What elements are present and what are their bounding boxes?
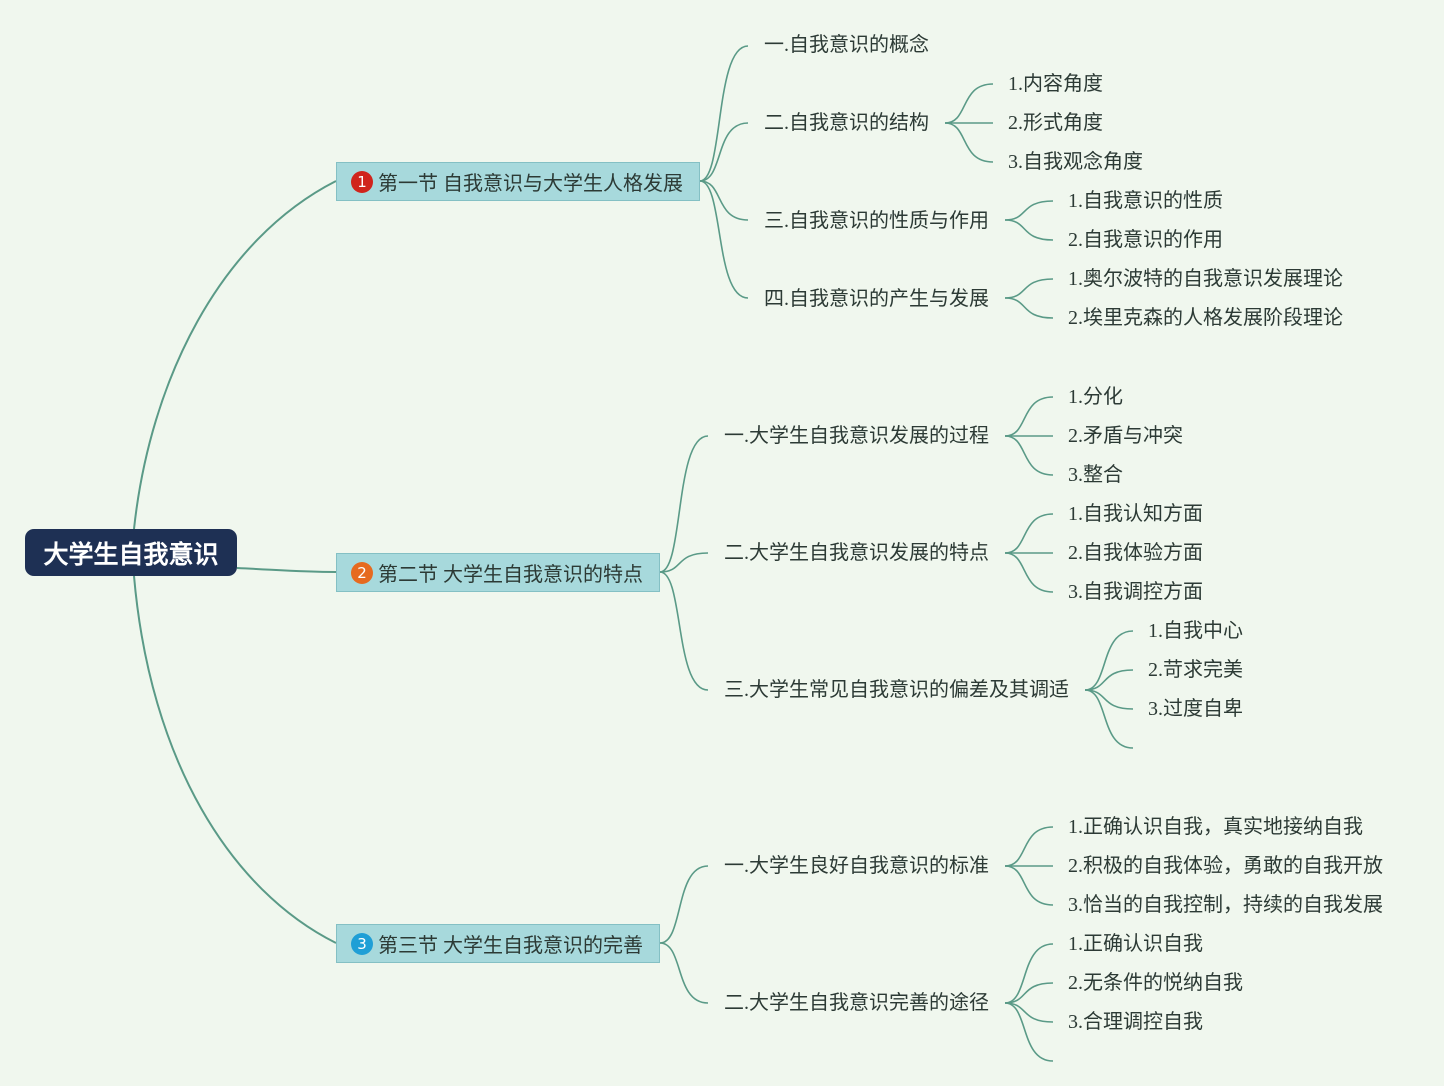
- item-2-1-1[interactable]: 1.分化: [1068, 386, 1123, 408]
- item-1-4-2[interactable]: 2.埃里克森的人格发展阶段理论: [1068, 307, 1343, 329]
- section-3-label: 第三节 大学生自我意识的完善: [378, 935, 643, 957]
- item-1-2-1[interactable]: 1.内容角度: [1008, 73, 1103, 95]
- link-topic-3-2-item-1: [1004, 943, 1054, 1004]
- link-topic-2-1-item-1: [1004, 396, 1054, 437]
- item-2-2-1[interactable]: 1.自我认知方面: [1068, 503, 1203, 525]
- link-section-1-topic-3: [699, 180, 749, 221]
- link-topic-3-1-item-3: [1004, 865, 1054, 906]
- link-topic-2-2-item-1: [1004, 513, 1054, 554]
- link-topic-2-1-item-3: [1004, 435, 1054, 476]
- item-2-2-2[interactable]: 2.自我体验方面: [1068, 542, 1203, 564]
- link-topic-1-4-item-2: [1004, 297, 1054, 319]
- topic-2-1[interactable]: 一.大学生自我意识发展的过程: [724, 425, 989, 447]
- item-2-3-2[interactable]: 2.苛求完美: [1148, 659, 1243, 681]
- link-root-section-2: [236, 567, 337, 573]
- link-topic-1-4-item-1: [1004, 278, 1054, 299]
- item-3-2-2[interactable]: 2.无条件的悦纳自我: [1068, 972, 1243, 994]
- link-section-2-topic-2: [659, 552, 709, 573]
- topic-2-2[interactable]: 二.大学生自我意识发展的特点: [724, 542, 989, 564]
- section-3[interactable]: 3 第三节 大学生自我意识的完善: [336, 924, 660, 963]
- topic-1-1[interactable]: 一.自我意识的概念: [764, 34, 929, 56]
- topic-3-1[interactable]: 一.大学生良好自我意识的标准: [724, 855, 989, 877]
- section-2-label: 第二节 大学生自我意识的特点: [378, 564, 643, 586]
- link-section-3-topic-2: [659, 942, 709, 1004]
- item-3-1-2[interactable]: 2.积极的自我体验，勇敢的自我开放: [1068, 855, 1383, 877]
- section-1[interactable]: 1 第一节 自我意识与大学生人格发展: [336, 162, 700, 201]
- item-3-1-1[interactable]: 1.正确认识自我，真实地接纳自我: [1068, 816, 1363, 838]
- item-1-3-2[interactable]: 2.自我意识的作用: [1068, 229, 1223, 251]
- item-3-1-3[interactable]: 3.恰当的自我控制，持续的自我发展: [1068, 894, 1383, 916]
- item-1-4-1[interactable]: 1.奥尔波特的自我意识发展理论: [1068, 268, 1343, 290]
- link-topic-1-2-item-3: [944, 122, 994, 163]
- link-topic-2-3-item-2: [1084, 669, 1134, 691]
- number-3-icon: 3: [351, 932, 373, 955]
- link-section-1-topic-1: [699, 45, 749, 182]
- link-topic-1-2-item-1: [944, 83, 994, 124]
- number-1-icon: 1: [351, 170, 373, 193]
- link-section-3-topic-1: [659, 865, 709, 944]
- link-section-2-topic-3: [659, 571, 709, 691]
- link-topic-2-3-item-4: [1084, 689, 1134, 749]
- number-2-icon: 2: [351, 561, 373, 584]
- link-section-2-topic-1: [659, 435, 709, 573]
- topic-1-4[interactable]: 四.自我意识的产生与发展: [764, 288, 989, 310]
- item-2-2-3[interactable]: 3.自我调控方面: [1068, 581, 1203, 603]
- topic-1-3[interactable]: 三.自我意识的性质与作用: [764, 210, 989, 232]
- link-section-1-topic-4: [699, 180, 749, 299]
- item-1-3-1[interactable]: 1.自我意识的性质: [1068, 190, 1223, 212]
- item-2-3-1[interactable]: 1.自我中心: [1148, 620, 1243, 642]
- link-root-section-1: [133, 180, 337, 530]
- root-label: 大学生自我意识: [43, 539, 219, 569]
- link-section-1-topic-2: [699, 122, 749, 182]
- item-3-2-1[interactable]: 1.正确认识自我: [1068, 933, 1203, 955]
- link-topic-2-2-item-3: [1004, 552, 1054, 593]
- link-topic-2-3-item-1: [1084, 630, 1134, 691]
- item-2-1-3[interactable]: 3.整合: [1068, 464, 1123, 486]
- item-1-2-3[interactable]: 3.自我观念角度: [1008, 151, 1143, 173]
- topic-2-3[interactable]: 三.大学生常见自我意识的偏差及其调适: [724, 679, 1069, 701]
- topic-1-2[interactable]: 二.自我意识的结构: [764, 112, 929, 134]
- link-topic-3-2-item-4: [1004, 1002, 1054, 1062]
- root-node[interactable]: 大学生自我意识: [25, 529, 237, 576]
- item-3-2-3[interactable]: 3.合理调控自我: [1068, 1011, 1203, 1033]
- section-1-label: 第一节 自我意识与大学生人格发展: [378, 173, 683, 195]
- link-root-section-3: [133, 575, 337, 944]
- link-topic-1-3-item-2: [1004, 219, 1054, 241]
- link-topic-3-2-item-2: [1004, 982, 1054, 1004]
- item-1-2-2[interactable]: 2.形式角度: [1008, 112, 1103, 134]
- item-2-1-2[interactable]: 2.矛盾与冲突: [1068, 425, 1183, 447]
- section-2[interactable]: 2 第二节 大学生自我意识的特点: [336, 553, 660, 592]
- topic-3-2[interactable]: 二.大学生自我意识完善的途径: [724, 992, 989, 1014]
- link-topic-3-1-item-1: [1004, 826, 1054, 867]
- item-2-3-3[interactable]: 3.过度自卑: [1148, 698, 1243, 720]
- link-topic-1-3-item-1: [1004, 200, 1054, 221]
